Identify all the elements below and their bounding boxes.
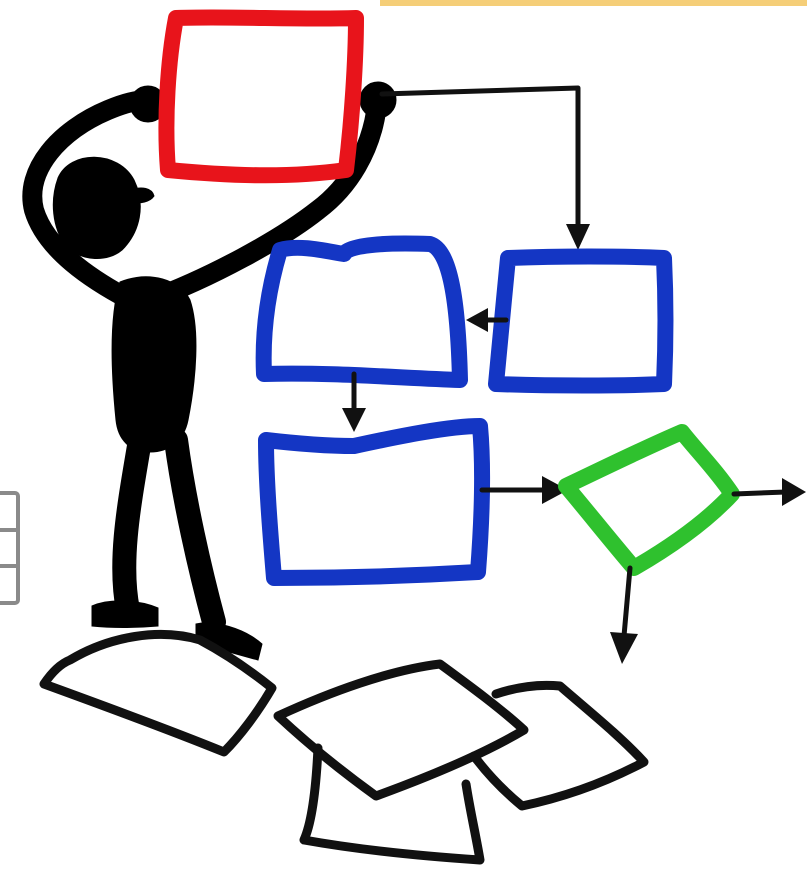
arrowhead-icon [566, 224, 590, 250]
arrow-process-to-decision [482, 476, 568, 504]
process-box-right [496, 257, 666, 386]
arrowhead-icon [342, 408, 366, 432]
arrowhead-icon [782, 478, 806, 506]
top-edge-strip [380, 0, 807, 6]
decision-diamond [566, 432, 732, 568]
left-edge-widget [0, 493, 18, 603]
scattered-papers [44, 634, 644, 860]
arrowhead-icon [466, 308, 488, 332]
arrow-decision-exit-right [734, 478, 806, 506]
arrowhead-icon [610, 632, 638, 664]
process-box-bottom [266, 426, 482, 578]
process-box-left [264, 243, 460, 380]
arrow-decision-exit-down [610, 568, 638, 664]
arrow-start-to-process [382, 88, 590, 250]
start-box [166, 17, 356, 175]
